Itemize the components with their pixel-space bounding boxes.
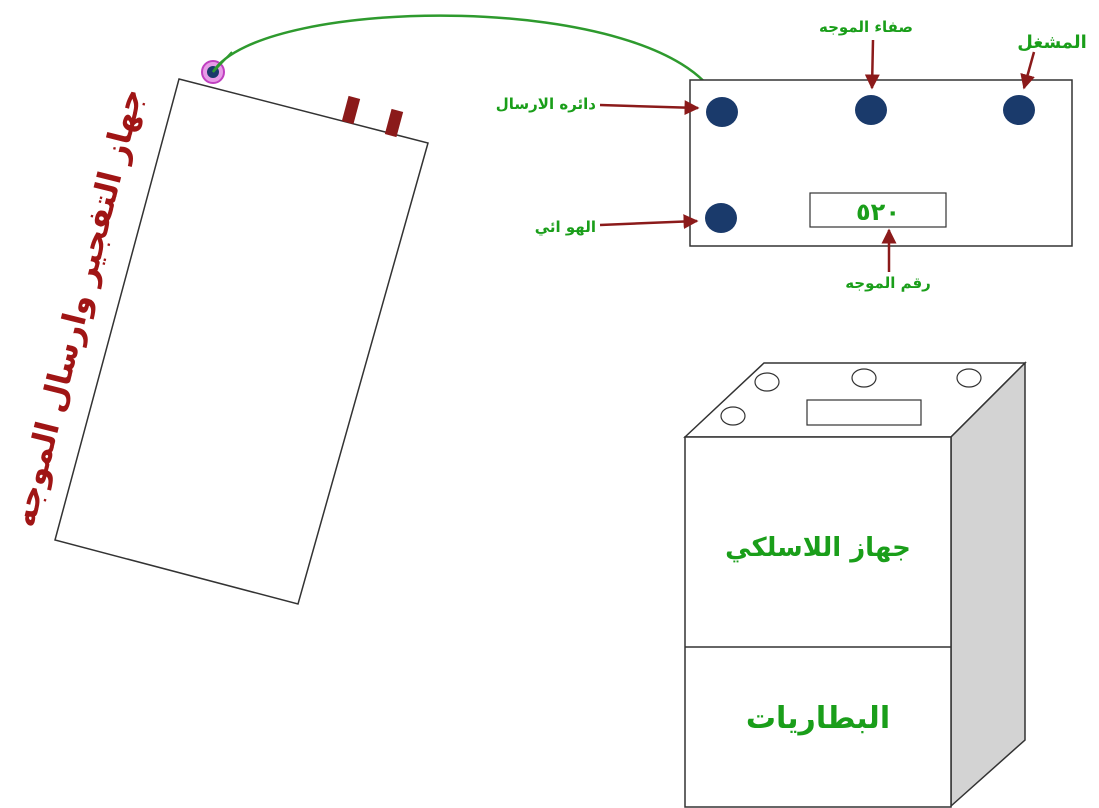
- cable-wire: [211, 14, 720, 101]
- arrow-transmit-circuit: [599, 100, 700, 116]
- knob-transmit-circuit: [706, 97, 738, 127]
- radio-box-front: [684, 436, 952, 808]
- radio-box-side: [950, 361, 1026, 808]
- device-tab-right: [384, 108, 404, 138]
- radio-top-knob-3: [956, 368, 982, 388]
- radio-box-bottom-label: البطاريات: [746, 701, 890, 736]
- knob-wave-purity: [855, 95, 887, 125]
- label-operator: المشغل: [1017, 32, 1087, 53]
- cable-hook: [212, 51, 233, 73]
- label-antenna: الهو ائي: [535, 218, 596, 236]
- label-wave-number: رقم الموجه: [845, 274, 931, 292]
- label-wave-purity: صفاء الموجه: [819, 18, 913, 36]
- radio-box: جهاز اللاسلكي البطاريات: [683, 361, 1027, 808]
- arrow-antenna: [599, 214, 699, 230]
- radio-top-knob-4: [720, 406, 746, 426]
- device-tab-left: [341, 95, 361, 125]
- radio-top-knob-2: [851, 368, 877, 388]
- arrow-operator: [1020, 51, 1036, 90]
- radio-box-top-label: جهاز اللاسلكي: [725, 533, 911, 563]
- control-panel: ٥٢٠: [689, 79, 1073, 247]
- label-transmit-circuit: دائره الارسال: [496, 95, 597, 113]
- radio-top-knob-1: [754, 372, 780, 392]
- wave-number-display-value: ٥٢٠: [856, 198, 900, 226]
- radio-top-display: [806, 399, 922, 426]
- arrow-wave-purity: [864, 39, 880, 90]
- knob-operator: [1003, 95, 1035, 125]
- detonation-device: جهاز التفجير وارسال الموجه: [4, 60, 429, 605]
- knob-antenna: [705, 203, 737, 233]
- wave-number-display: [809, 192, 947, 228]
